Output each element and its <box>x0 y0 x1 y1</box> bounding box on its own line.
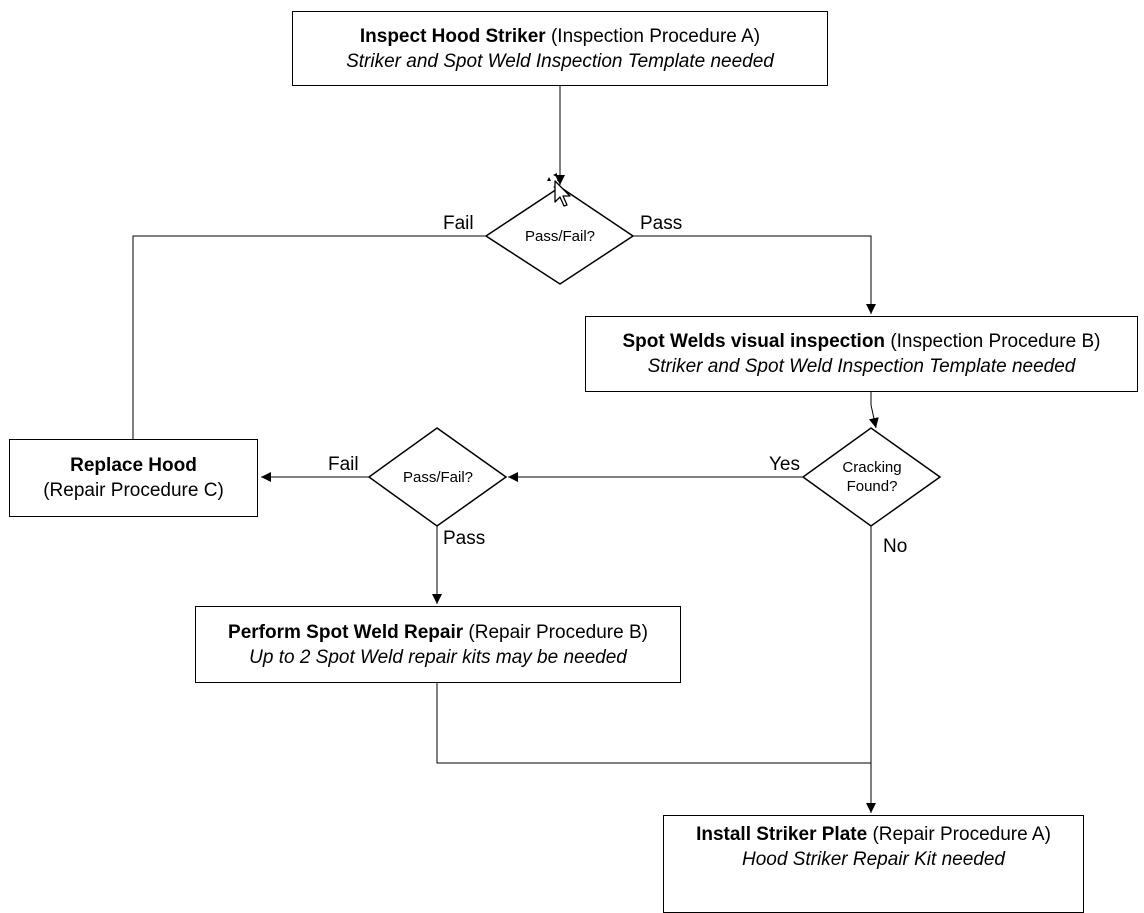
replace-hood-title: Replace Hood <box>70 455 197 476</box>
spot-weld-repair-note: Up to 2 Spot Weld repair kits may be nee… <box>249 646 627 668</box>
arrow-fail-1-to-replace-hood <box>128 235 486 454</box>
box-install-striker-plate: Install Striker Plate (Repair Procedure … <box>663 815 1084 913</box>
edge-label-no: No <box>883 536 908 557</box>
edge-label-pass-1: Pass <box>640 213 683 234</box>
box-perform-spot-weld-repair: Perform Spot Weld Repair (Repair Procedu… <box>195 606 681 683</box>
decision-label-cracking: Cracking Found? <box>820 458 924 496</box>
spot-welds-note: Striker and Spot Weld Inspection Templat… <box>647 356 1076 377</box>
line-spot-weld-repair-to-install <box>436 683 871 764</box>
box-replace-hood: Replace Hood (Repair Procedure C) <box>9 439 258 517</box>
edge-label-fail-2: Fail <box>328 454 359 475</box>
box-inspect-hood-striker: Inspect Hood Striker (Inspection Procedu… <box>292 11 828 86</box>
decision-label-pass-fail-1: Pass/Fail? <box>524 228 596 245</box>
edge-label-fail-1: Fail <box>443 213 474 234</box>
spot-welds-ref: (Inspection Procedure B) <box>890 331 1101 352</box>
cracking-line1: Cracking <box>842 459 902 476</box>
spot-weld-repair-title: Perform Spot Weld Repair <box>228 621 464 643</box>
decision-diamond-pass-fail-1 <box>484 186 635 285</box>
install-striker-title: Install Striker Plate <box>696 824 868 845</box>
cracking-line2: Found? <box>846 478 898 495</box>
edge-label-pass-2: Pass <box>443 528 486 549</box>
arrow-pass-1-to-spot-welds <box>633 235 876 314</box>
replace-hood-ref: (Repair Procedure C) <box>43 480 224 501</box>
inspect-striker-ref: (Inspection Procedure A) <box>550 25 761 47</box>
decision-label-pass-fail-2: Pass/Fail? <box>402 469 474 486</box>
spot-welds-title: Spot Welds visual inspection <box>622 331 886 352</box>
inspect-striker-note: Striker and Spot Weld Inspection Templat… <box>346 50 774 72</box>
inspect-striker-title: Inspect Hood Striker <box>359 25 546 47</box>
box-spot-welds-inspection: Spot Welds visual inspection (Inspection… <box>585 316 1138 392</box>
mouse-cursor-icon <box>547 173 571 207</box>
install-striker-ref: (Repair Procedure A) <box>872 824 1051 845</box>
spot-weld-repair-ref: (Repair Procedure B) <box>468 621 648 643</box>
install-striker-note: Hood Striker Repair Kit needed <box>742 849 1005 870</box>
arrow-spot-welds-to-cracking <box>868 392 879 429</box>
edge-label-yes: Yes <box>769 454 800 475</box>
